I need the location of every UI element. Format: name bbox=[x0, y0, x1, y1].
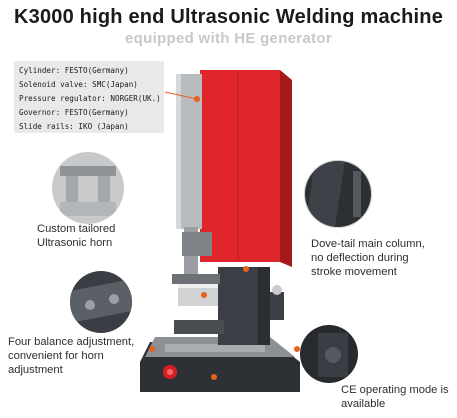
callout-ce: CE operating mode is available bbox=[341, 383, 451, 411]
column-base bbox=[218, 267, 258, 345]
spec-cylinder: Cylinder: FESTO(Germany) bbox=[19, 66, 129, 75]
spec-slide-rails: Slide rails: IKO (Japan) bbox=[19, 122, 129, 131]
page-subtitle: equipped with HE generator bbox=[125, 30, 332, 47]
ce-detail-circle bbox=[300, 325, 358, 383]
callout-ce-line1: CE operating mode is bbox=[341, 384, 449, 396]
callout-balance-line2: convenient for horn bbox=[8, 350, 104, 362]
balance-detail-circle bbox=[70, 271, 132, 333]
spec-pressure-regulator: Pressure regulator: NORGER(UK.) bbox=[19, 94, 161, 103]
page-title: K3000 high end Ultrasonic Welding machin… bbox=[13, 6, 444, 28]
callout-horn: Custom tailored Ultrasonic horn bbox=[37, 222, 157, 250]
callout-column-line1: Dove-tail main column, bbox=[311, 238, 425, 250]
horn-mount bbox=[172, 274, 220, 284]
callout-horn-line2: Ultrasonic horn bbox=[37, 237, 113, 249]
spec-solenoid-valve: Solenoid valve: SMC(Japan) bbox=[19, 80, 138, 89]
callout-balance-line3: adjustment bbox=[8, 364, 63, 376]
spec-list: Cylinder: FESTO(Germany) Solenoid valve:… bbox=[14, 61, 164, 133]
callout-column-line3: stroke movement bbox=[311, 266, 397, 278]
callout-column-line2: no deflection during bbox=[311, 252, 409, 264]
spec-governor: Governor: FESTO(Germany) bbox=[19, 108, 129, 117]
callout-ce-line2: available bbox=[341, 398, 386, 410]
ultrasonic-horn bbox=[178, 284, 218, 306]
callout-balance: Four balance adjustment, convenient for … bbox=[8, 335, 178, 377]
column-detail-circle bbox=[304, 160, 372, 228]
welding-machine-image bbox=[140, 70, 300, 392]
horn-detail-circle bbox=[52, 152, 124, 224]
callout-horn-line1: Custom tailored bbox=[37, 223, 116, 235]
red-tower bbox=[200, 70, 280, 262]
callout-column: Dove-tail main column, no deflection dur… bbox=[311, 237, 451, 279]
callout-balance-line1: Four balance adjustment, bbox=[8, 336, 135, 348]
